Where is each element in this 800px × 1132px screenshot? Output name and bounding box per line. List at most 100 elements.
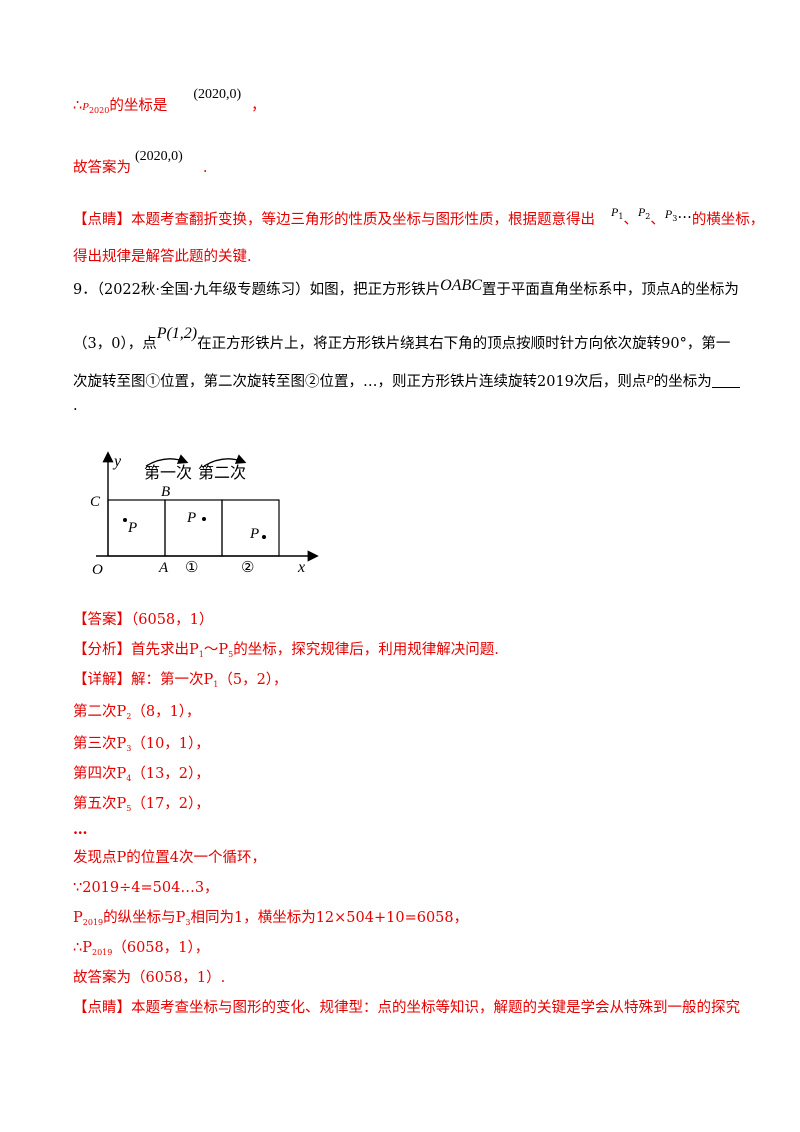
square-position-2 — [221, 499, 280, 557]
subscript: 3 — [672, 214, 678, 223]
answer-line-top: 故答案为 (2020,0). — [73, 149, 740, 179]
position-2-label: ② — [241, 560, 254, 576]
question-text: （3，0），点 — [73, 336, 157, 352]
question-line-4: . — [73, 396, 740, 416]
dianjing-tag: 【点睛】 — [73, 1000, 131, 1016]
analysis-tag: 【分析】 — [73, 642, 131, 658]
dianjing-text: 本题考查翻折变换，等边三角形的性质及坐标与图形性质，根据题意得出 — [131, 212, 595, 228]
rotation-arrow-2 — [203, 454, 247, 467]
var-p1: P — [611, 205, 619, 219]
cycle-text: 发现点P的位置4次一个循环， — [73, 850, 266, 866]
question-text: 如图，把正方形铁片 — [309, 282, 441, 298]
subscript: 2019 — [91, 948, 113, 957]
step-text: 第五次P — [73, 796, 127, 812]
question-number: 9． — [73, 282, 97, 298]
subscript: 3 — [126, 744, 132, 753]
a-label: A — [158, 560, 169, 576]
dianjing-text: 的横坐标， — [691, 212, 765, 228]
question-text: 次旋转至图①位置，第二次旋转至图②位置，…，则正方形铁片连续旋转2019次后，则… — [73, 374, 647, 390]
point-p-position-1 — [202, 517, 206, 521]
subscript: 1 — [198, 650, 204, 659]
step-text: （10，1）， — [131, 736, 210, 752]
square-position-1 — [164, 499, 223, 557]
answer-line: 【答案】（6058，1） — [73, 610, 740, 630]
subscript: 1 — [618, 212, 624, 221]
detail-cycle: 发现点P的位置4次一个循环， — [73, 848, 740, 868]
answer-blank — [711, 373, 740, 388]
question-line-1: 9．（2022秋·全国·九年级专题练习）如图，把正方形铁片OABC置于平面直角坐… — [73, 277, 740, 300]
subscript: 1 — [213, 680, 219, 689]
question-text: 置于平面直角坐标系中，顶点A的坐标为 — [481, 282, 739, 298]
subscript: 2019 — [82, 918, 104, 927]
answer-text: 故答案为 — [73, 160, 131, 176]
ellipsis: … — [677, 206, 692, 222]
question-text: 在正方形铁片上，将正方形铁片绕其右下角的顶点按顺时针方向依次旋转90°，第一 — [197, 336, 731, 352]
analysis-text: 的坐标，探究规律后，利用规律解决问题. — [233, 642, 499, 658]
ellipsis: … — [73, 821, 88, 838]
punct: . — [202, 160, 208, 176]
dianjing-tag: 【点睛】 — [73, 212, 131, 228]
result-line: ∴P2020的坐标是 (2020,0) ， — [73, 87, 740, 121]
detail-line-4: 第四次P4（13，2）， — [73, 764, 740, 789]
step-text: （6058，1）， — [112, 940, 210, 956]
detail-tag: 【详解】 — [73, 672, 131, 688]
detail-final: 故答案为（6058，1）. — [73, 968, 740, 988]
point-p-position-2 — [262, 535, 266, 539]
subscript: 4 — [126, 774, 132, 783]
step-text: 第二次P — [73, 704, 127, 720]
analysis-text: 首先求出P — [131, 642, 199, 658]
step-text: 解：第一次P — [131, 672, 214, 688]
question-source: （2022秋·全国·九年级专题练习） — [96, 282, 310, 298]
var-p-point: P(1,2) — [156, 325, 198, 342]
detail-therefore: ∴P2019（6058，1）， — [73, 938, 740, 963]
division-text: ∵2019÷4=504…3， — [73, 880, 219, 896]
question-line-3: 次旋转至图①位置，第二次旋转至图②位置，…，则正方形铁片连续旋转2019次后，则… — [73, 372, 740, 392]
var-p: P — [82, 101, 89, 113]
coordinate-math: (2020,0) — [135, 149, 183, 164]
subscript: 2 — [126, 712, 132, 721]
analysis-line: 【分析】首先求出P1～P5的坐标，探究规律后，利用规律解决问题. — [73, 640, 740, 665]
therefore-symbol: ∴ — [73, 98, 83, 114]
step-text: 相同为1，横坐标为12×504+10=6058， — [190, 910, 469, 926]
step-text: （5，2）， — [218, 672, 288, 688]
var-p2: P — [637, 205, 646, 219]
answer-tag: 【答案】 — [73, 612, 131, 628]
rotation-label-2: 第二次 — [198, 464, 246, 482]
detail-line-2: 第二次P2（8，1）， — [73, 702, 740, 727]
result-text: 的坐标是 — [109, 98, 168, 114]
detail-line-1: 【详解】解：第一次P1（5，2）， — [73, 670, 740, 695]
punct: ， — [251, 98, 266, 114]
rotation-figure: y 第一次 第二次 C B O A ① ② x P P P — [90, 451, 319, 578]
x-label: x — [297, 559, 305, 576]
b-label: B — [161, 484, 170, 500]
subscript: 2020 — [88, 106, 110, 115]
var-p3: P — [664, 207, 673, 221]
detail-p2019: P2019的纵坐标与P3相同为1，横坐标为12×504+10=6058， — [73, 908, 740, 933]
question-text: . — [73, 398, 78, 414]
step-text: （13，2）， — [131, 766, 210, 782]
position-1-label: ① — [185, 560, 198, 576]
step-text: P — [73, 910, 83, 926]
step-text: 的纵坐标与P — [103, 910, 186, 926]
dianjing2-line: 【点睛】本题考查坐标与图形的变化、规律型：点的坐标等知识，解题的关键是学会从特殊… — [73, 998, 740, 1018]
c-label: C — [90, 494, 101, 510]
final-answer: 故答案为（6058，1）. — [73, 970, 226, 986]
step-text: 第四次P — [73, 766, 127, 782]
point-p-original — [123, 518, 127, 522]
step-text: （17，2）， — [131, 796, 210, 812]
y-label: y — [112, 453, 122, 470]
dianjing-text: 得出规律是解答此题的关键. — [73, 249, 252, 265]
question-line-2: （3，0），点P(1,2)在正方形铁片上，将正方形铁片绕其右下角的顶点按顺时针方… — [73, 325, 740, 354]
origin-label: O — [92, 562, 103, 578]
coordinate-math: (2020,0) — [193, 87, 242, 102]
answer-value: （6058，1） — [131, 612, 214, 628]
step-text: 第三次P — [73, 736, 127, 752]
p-label-original: P — [127, 520, 137, 536]
rotation-arrow-1 — [145, 454, 189, 467]
detail-line-3: 第三次P3（10，1）， — [73, 734, 740, 759]
var-oabc: OABC — [440, 277, 482, 294]
p-label-position-2: P — [249, 526, 259, 542]
detail-line-5: 第五次P5（17，2）， — [73, 794, 740, 819]
detail-ellipsis: … — [73, 820, 740, 840]
